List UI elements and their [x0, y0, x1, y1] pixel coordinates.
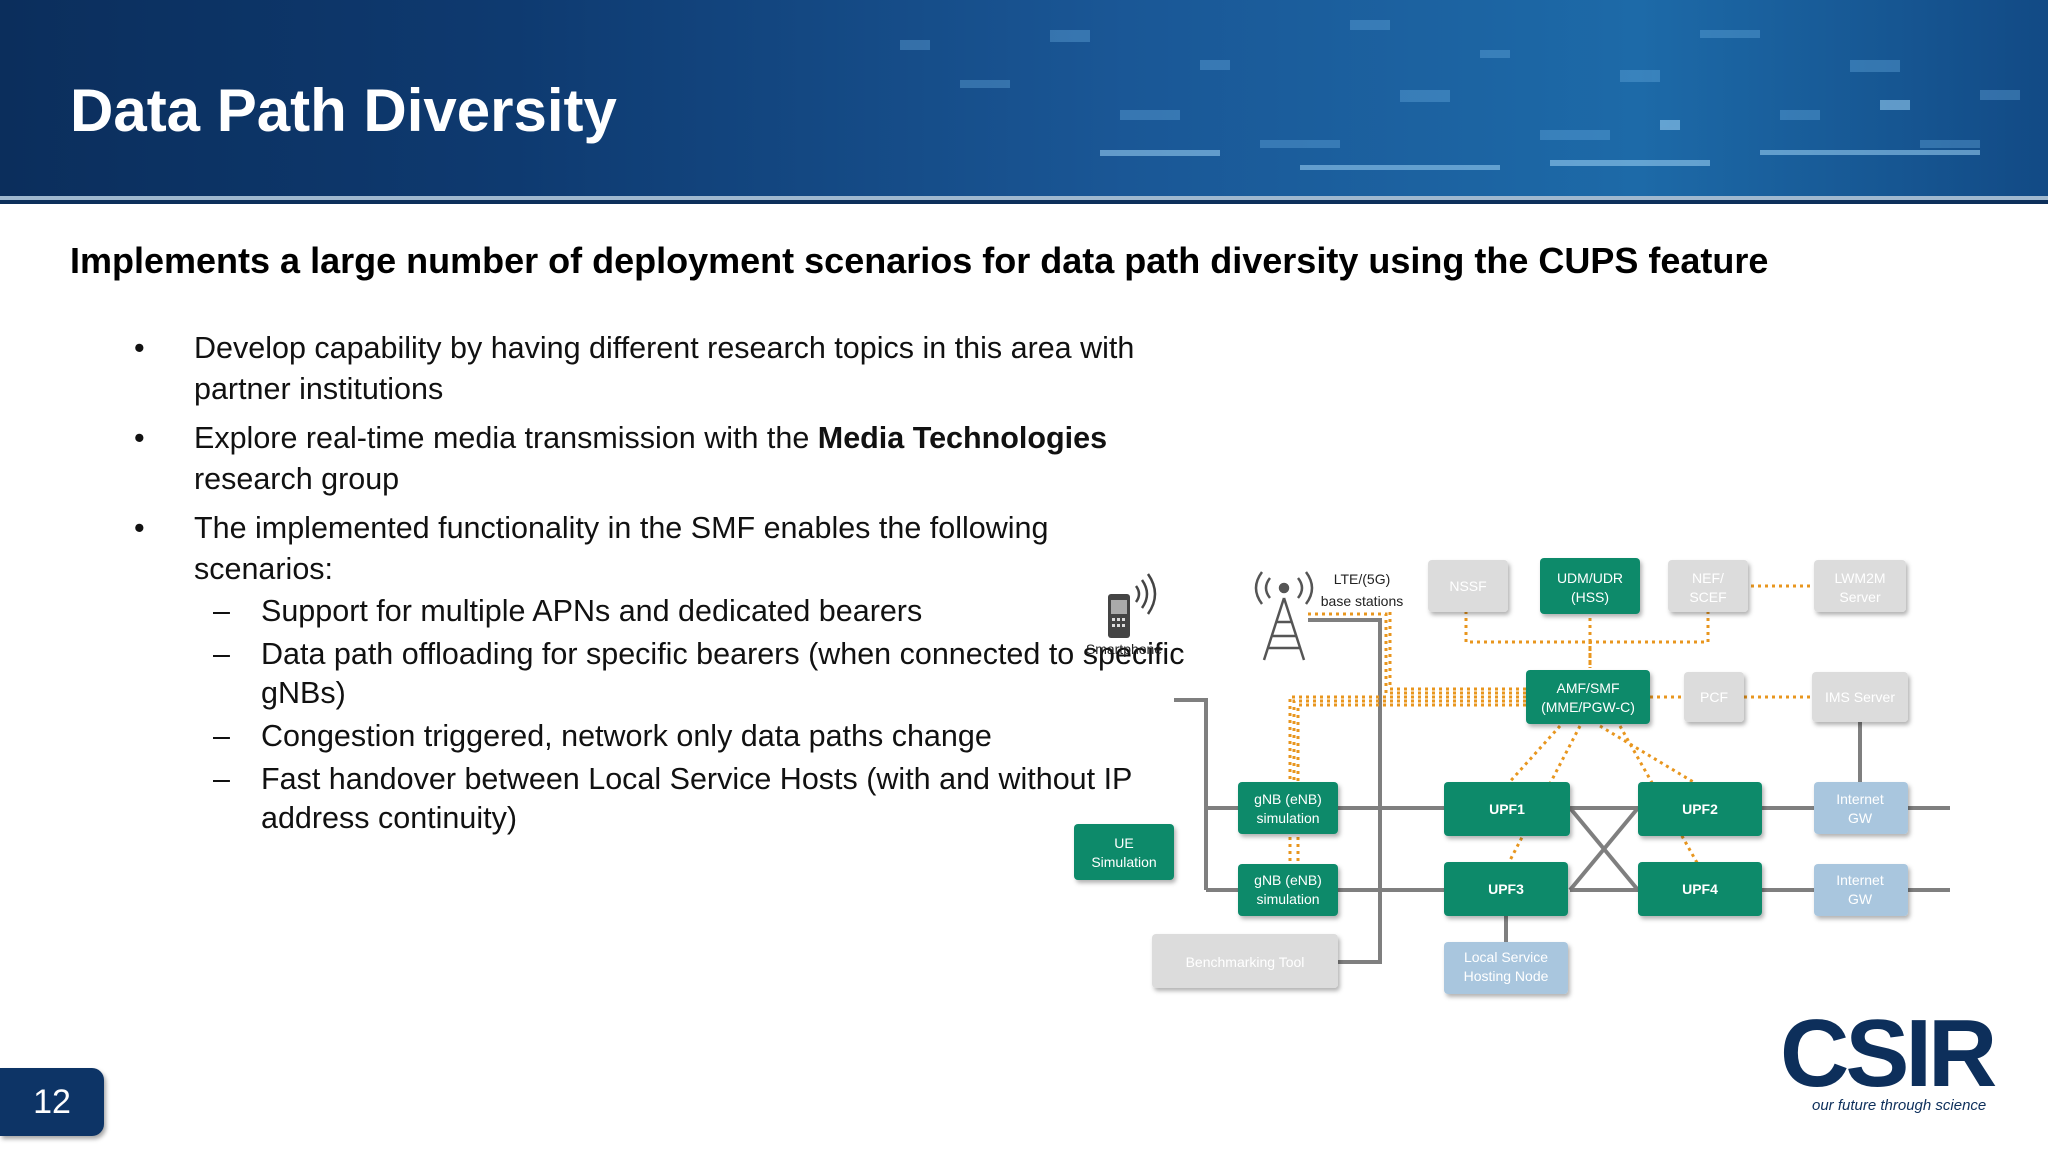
bullet-marker: • [134, 421, 145, 455]
logo-tagline: our future through science [1812, 1097, 1986, 1114]
bullet-list: • Develop capability by having different… [128, 328, 1188, 842]
pcf-label: PCF [1700, 689, 1728, 705]
sub-bullet-marker: – [213, 594, 230, 628]
bullet-text-bold: Media Technologies [817, 421, 1108, 455]
upf2-node: UPF2 [1638, 782, 1762, 836]
bullet-text: Develop capability by having different r… [194, 331, 1135, 406]
smartphone-icon [1108, 573, 1157, 638]
sub-bullet-item: – Data path offloading for specific bear… [128, 635, 1188, 713]
gnb-label-line1: gNB (eNB) [1254, 872, 1322, 888]
amf-label-line1: AMF/SMF [1557, 680, 1620, 696]
lsh-label-line1: Local Service [1464, 949, 1548, 965]
lte-label-line1: LTE/(5G) [1334, 571, 1391, 587]
smartphone-label: Smartphone [1086, 641, 1162, 657]
bullet-item: • Explore real-time media transmission w… [128, 418, 1188, 500]
lsh-label-line2: Hosting Node [1464, 968, 1549, 984]
upf4-node: UPF4 [1638, 862, 1762, 916]
csir-logo: CSIR our future through science [1780, 1000, 2000, 1114]
sub-bullet-marker: – [213, 637, 230, 671]
ims-server-node: IMS Server [1812, 672, 1908, 722]
slide-title: Data Path Diversity [70, 77, 617, 144]
internet-gw-node-1: Internet GW [1814, 782, 1908, 834]
ue-simulation-node: UE Simulation [1074, 824, 1174, 880]
connection-lines [1174, 618, 1950, 964]
inet-label-line2: GW [1848, 810, 1873, 826]
pcf-node: PCF [1684, 672, 1744, 722]
nef-node: NEF/ SCEF [1668, 560, 1748, 612]
slide-subtitle: Implements a large number of deployment … [70, 240, 1769, 281]
sub-bullet-text: Support for multiple APNs and dedicated … [261, 594, 923, 628]
amf-label-line2: (MME/PGW-C) [1541, 699, 1635, 715]
sub-bullet-item: – Fast handover between Local Service Ho… [128, 760, 1188, 838]
udm-label-line1: UDM/UDR [1557, 570, 1623, 586]
amf-smf-node: AMF/SMF (MME/PGW-C) [1526, 670, 1650, 724]
udm-label-line2: (HSS) [1571, 589, 1609, 605]
bullet-marker: • [134, 331, 145, 365]
bullet-text: The implemented functionality in the SMF… [194, 511, 1049, 586]
gnb-label-line2: simulation [1256, 810, 1319, 826]
sub-bullet-marker: – [213, 762, 230, 796]
nef-label-line2: SCEF [1689, 589, 1726, 605]
upf1-label: UPF1 [1489, 801, 1525, 817]
bullet-item: • Develop capability by having different… [128, 328, 1188, 410]
nef-label-line1: NEF/ [1692, 570, 1724, 586]
lwm2m-label-line1: LWM2M [1834, 570, 1885, 586]
upf4-label: UPF4 [1682, 881, 1718, 897]
bullet-text-part: research group [194, 462, 400, 496]
inet-label-line2: GW [1848, 891, 1873, 907]
banner-divider-light [0, 196, 2048, 200]
ims-label: IMS Server [1825, 689, 1895, 705]
bullet-item: • The implemented functionality in the S… [128, 508, 1188, 590]
benchmarking-tool-node: Benchmarking Tool [1152, 934, 1338, 988]
nssf-label: NSSF [1449, 578, 1486, 594]
local-service-hosting-node: Local Service Hosting Node [1444, 942, 1568, 994]
ue-label-line2: Simulation [1091, 854, 1156, 870]
sub-bullet-marker: – [213, 719, 230, 753]
lte-label-line2: base stations [1321, 593, 1404, 609]
nssf-node: NSSF [1428, 560, 1508, 612]
bench-label: Benchmarking Tool [1186, 954, 1305, 970]
logo-wordmark: CSIR [1780, 1000, 1996, 1107]
sub-bullet-text: Fast handover between Local Service Host… [261, 762, 1132, 835]
gnb-label-line1: gNB (eNB) [1254, 791, 1322, 807]
banner-pixel-pattern [900, 20, 2020, 170]
lwm2m-label-line2: Server [1839, 589, 1881, 605]
upf1-node: UPF1 [1444, 782, 1570, 836]
header-banner [0, 0, 2048, 196]
banner-divider-dark [0, 200, 2048, 204]
bullet-text: Explore real-time media transmission wit… [194, 421, 1107, 496]
inet-label-line1: Internet [1836, 872, 1884, 888]
lwm2m-node: LWM2M Server [1814, 560, 1906, 612]
gnb-label-line2: simulation [1256, 891, 1319, 907]
sub-bullet-text: Data path offloading for specific bearer… [261, 637, 1185, 710]
gnb-node-1: gNB (eNB) simulation [1238, 782, 1338, 834]
sub-bullet-item: – Support for multiple APNs and dedicate… [128, 592, 1188, 631]
upf3-label: UPF3 [1488, 881, 1524, 897]
cell-tower-icon [1254, 571, 1314, 661]
sub-bullet-item: – Congestion triggered, network only dat… [128, 717, 1188, 756]
upf2-label: UPF2 [1682, 801, 1718, 817]
bullet-marker: • [134, 511, 145, 545]
ue-label-line1: UE [1114, 835, 1133, 851]
signalling-lines [1288, 584, 1812, 869]
bullet-text-part: Explore real-time media transmission wit… [194, 421, 818, 455]
gnb-node-2: gNB (eNB) simulation [1238, 864, 1338, 916]
udm-node: UDM/UDR (HSS) [1540, 558, 1640, 614]
sub-bullet-text: Congestion triggered, network only data … [261, 719, 992, 753]
internet-gw-node-2: Internet GW [1814, 864, 1908, 916]
inet-label-line1: Internet [1836, 791, 1884, 807]
page-number: 12 [0, 1068, 104, 1136]
upf3-node: UPF3 [1444, 862, 1568, 916]
